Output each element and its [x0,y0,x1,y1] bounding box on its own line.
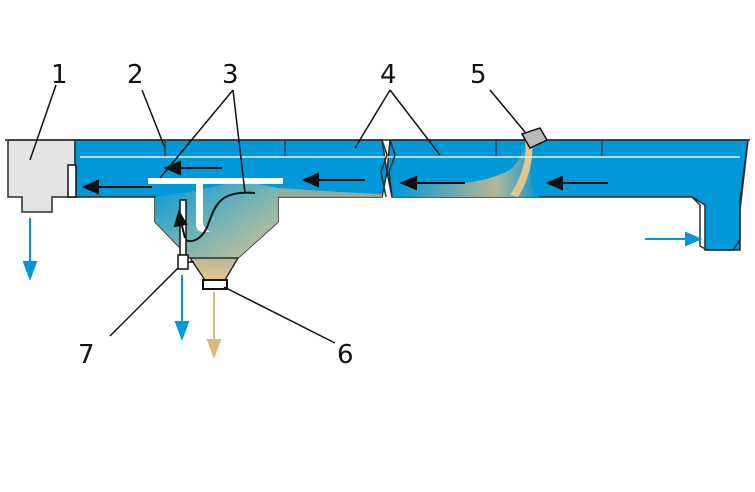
flow-arrow-1-head [163,160,181,176]
leader-3a [159,89,234,179]
label-5: 5 [470,60,487,90]
flow-arrow-4-head [399,175,417,191]
inlet-pipe [691,139,749,251]
sludge-zone-bottom [278,188,382,197]
sludge-arrow [206,292,222,359]
sludge-down-arrow-head [206,339,222,359]
label-4: 4 [380,60,397,90]
outlet-weir [67,164,77,198]
leader-6 [223,286,336,344]
label-6: 6 [337,340,354,370]
leader-1 [29,84,57,161]
outlet-chamber [7,139,76,213]
blue-arrows [22,218,703,341]
sludge-stream [510,140,533,197]
flow-arrows [81,160,608,239]
sludge-valve [202,279,228,290]
leader-2 [141,89,166,149]
flow-arrow-6-head [173,209,188,228]
leader-lines [29,84,526,344]
inlet-arrow-head [685,231,703,247]
break-mark [380,139,388,198]
flow-arrow-3-head [301,172,319,188]
leader-4b [389,89,441,156]
label-1: 1 [51,60,68,90]
scraper-foot [177,254,189,270]
outlet-down-arrow-head [22,261,38,281]
suction-pipe [182,191,256,243]
flow-arrow-2-head [81,179,99,195]
leader-4a [354,89,391,149]
sludge-hopper-cone [188,257,240,281]
sludge-plume [392,140,540,197]
distribution-pipe-vertical [196,184,210,232]
leader-7 [109,267,179,337]
flow-arrow-5-head [545,175,563,191]
scum-collector [520,127,549,149]
label-7: 7 [78,340,95,370]
label-3: 3 [222,60,239,90]
label-2: 2 [127,60,144,90]
break-mark-2 [388,139,396,198]
leader-3b [232,89,246,194]
water-down-arrow-head [174,321,190,341]
distribution-pipe-horizontal [148,178,283,184]
leader-5 [489,89,526,133]
